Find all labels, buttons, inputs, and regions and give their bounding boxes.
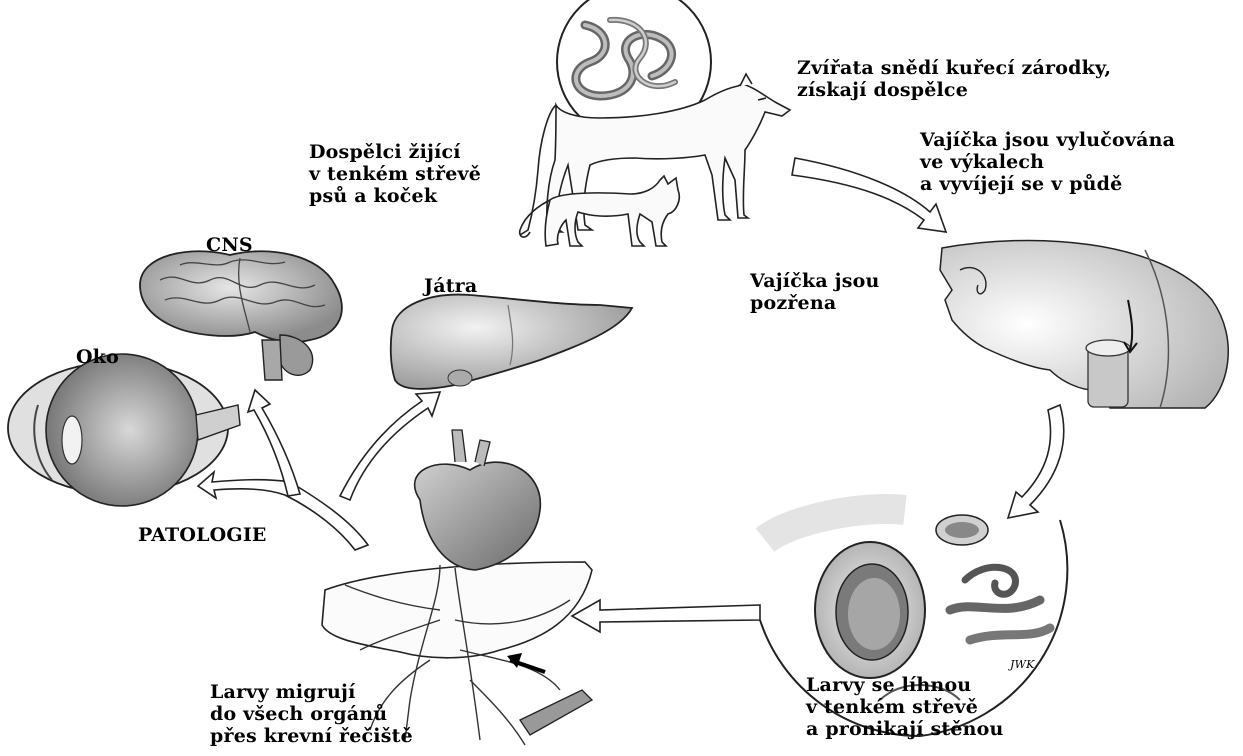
label-animals-eat: Zvířata snědí kuřecí zárodky, získají do…	[797, 57, 1111, 101]
artist-signature: JWK	[1010, 654, 1035, 676]
label-line: do všech orgánů	[210, 703, 413, 725]
label-eye: Oko	[76, 346, 119, 368]
label-pathology: PATOLOGIE	[138, 524, 267, 546]
label-line: Dospělci žijící	[309, 141, 481, 163]
label-line: Larvy migrují	[210, 681, 413, 703]
liver-icon	[391, 295, 632, 389]
label-line: a pronikají stěnou	[806, 718, 1004, 740]
cat-icon	[520, 176, 680, 246]
label-line: pozřena	[750, 292, 880, 314]
label-line: v tenkém střevě	[806, 696, 1004, 718]
head-profile-icon	[940, 240, 1228, 408]
label-line: psů a koček	[309, 185, 481, 207]
label-eggs-excreted: Vajíčka jsou vylučována ve výkalech a vy…	[920, 129, 1175, 195]
label-line: v tenkém střevě	[309, 163, 481, 185]
label-line: přes krevní řečiště	[210, 725, 413, 747]
label-line: a vyvíjejí se v půdě	[920, 173, 1175, 195]
label-larvae-migrate: Larvy migrují do všech orgánů přes krevn…	[210, 681, 413, 747]
label-line: Vajíčka jsou	[750, 270, 880, 292]
label-liver: Játra	[424, 275, 477, 297]
label-line: ve výkalech	[920, 151, 1175, 173]
label-line: Vajíčka jsou vylučována	[920, 129, 1175, 151]
label-line: získají dospělce	[797, 79, 1111, 101]
label-cns: CNS	[206, 234, 253, 256]
label-line: Zvířata snědí kuřecí zárodky,	[797, 57, 1111, 79]
label-line: Larvy se líhnou	[806, 674, 1004, 696]
label-adults-in-hosts: Dospělci žijící v tenkém střevě psů a ko…	[309, 141, 481, 207]
brain-icon	[140, 251, 342, 380]
label-eggs-ingested: Vajíčka jsou pozřena	[750, 270, 880, 314]
label-larvae-hatch: Larvy se líhnou v tenkém střevě a pronik…	[806, 674, 1004, 740]
